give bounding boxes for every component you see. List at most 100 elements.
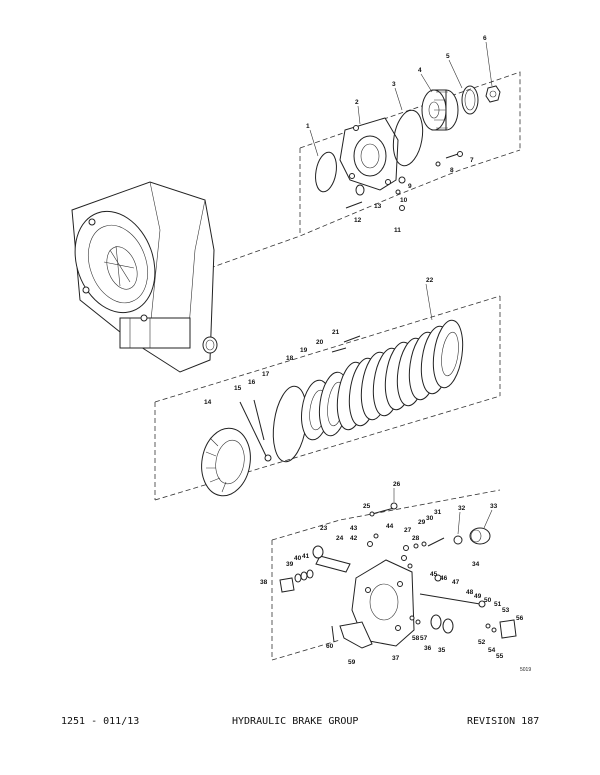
callout-23: 23 — [320, 525, 328, 532]
part-33-cap — [469, 527, 491, 545]
callout-47: 47 — [452, 579, 460, 586]
callout-8: 8 — [450, 167, 454, 174]
part-13-seal — [355, 184, 365, 196]
upper-assembly-envelope — [209, 71, 521, 269]
brake-housing — [71, 181, 218, 373]
callout-56: 56 — [516, 615, 524, 622]
part-3-oring — [392, 109, 424, 167]
part-60-link — [331, 625, 335, 643]
callout-18: 18 — [286, 355, 294, 362]
callout-14: 14 — [204, 399, 212, 406]
callout-7: 7 — [470, 157, 474, 164]
callout-37: 37 — [392, 655, 400, 662]
part-12-pin — [345, 201, 363, 209]
callout-16: 16 — [248, 379, 256, 386]
callout-39: 39 — [286, 561, 294, 568]
callout-36: 36 — [424, 645, 432, 652]
callout-33: 33 — [490, 503, 498, 510]
callout-53: 53 — [502, 607, 510, 614]
callout-9: 9 — [408, 183, 412, 190]
part-35-36-seals — [430, 614, 454, 634]
callout-15: 15 — [234, 385, 242, 392]
callout-31: 31 — [434, 509, 442, 516]
callout-41: 41 — [302, 553, 310, 560]
part-24-valve-spool — [315, 555, 351, 573]
callout-26: 26 — [393, 481, 401, 488]
callout-4: 4 — [418, 67, 422, 74]
callout-22: 22 — [426, 277, 434, 284]
part-14-piston-housing — [201, 427, 251, 497]
callout-32: 32 — [458, 505, 466, 512]
part-22-disc-stack — [336, 319, 464, 431]
callout-17: 17 — [262, 371, 270, 378]
callout-50: 50 — [484, 597, 492, 604]
part-21-pin — [343, 335, 361, 343]
part-57-58-fittings — [409, 615, 421, 625]
callout-38: 38 — [260, 579, 268, 586]
part-2-carrier-plate — [339, 117, 399, 191]
part-39-41-seals — [294, 569, 314, 583]
leader-lines — [309, 41, 493, 535]
callout-42: 42 — [350, 535, 358, 542]
callout-3: 3 — [392, 81, 396, 88]
callout-35: 35 — [438, 647, 446, 654]
callout-11: 11 — [394, 227, 401, 234]
part-7-bolt — [445, 151, 463, 159]
callout-44: 44 — [386, 523, 394, 530]
part-44-47-fittings — [401, 555, 442, 582]
callout-46: 46 — [440, 575, 448, 582]
part-6-nut — [485, 85, 501, 103]
callout-13: 13 — [374, 203, 382, 210]
callout-48: 48 — [466, 589, 474, 596]
part-59-lever — [339, 621, 373, 649]
callout-34: 34 — [472, 561, 480, 568]
part-23-plug — [312, 545, 324, 559]
callout-40: 40 — [294, 555, 302, 562]
footer-section-title: HYDRAULIC BRAKE GROUP — [232, 716, 359, 727]
callout-60: 60 — [326, 643, 334, 650]
callout-27: 27 — [404, 527, 412, 534]
part-25-26-bolt — [369, 502, 398, 517]
part-32-nut — [453, 535, 463, 545]
callout-5: 5 — [446, 53, 450, 60]
part-8-washer — [435, 161, 441, 167]
callout-52: 52 — [478, 639, 486, 646]
part-15-bolt — [239, 401, 272, 462]
callout-28: 28 — [412, 535, 420, 542]
part-20-spring — [331, 347, 347, 353]
part-42-43-fittings — [367, 533, 379, 547]
part-16-seal — [253, 399, 265, 441]
part-38-plug — [279, 577, 295, 593]
drawing-number: 5019 — [520, 667, 531, 673]
part-10-washer — [395, 189, 401, 195]
part-11-plug — [399, 205, 405, 211]
callout-2: 2 — [355, 99, 359, 106]
callout-21: 21 — [332, 329, 340, 336]
part-5-ring — [461, 85, 479, 115]
callout-57: 57 — [420, 635, 428, 642]
lower-assembly-envelope — [271, 489, 501, 661]
callout-55: 55 — [496, 653, 504, 660]
footer-revision: REVISION 187 — [467, 716, 540, 727]
callout-30: 30 — [426, 515, 434, 522]
part-9-nut — [398, 176, 406, 184]
part-48-52-spool — [419, 593, 486, 608]
callout-6: 6 — [483, 35, 487, 42]
callout-1: 1 — [306, 123, 310, 130]
part-37-valve-body — [351, 559, 415, 647]
callout-49: 49 — [474, 593, 482, 600]
callout-59: 59 — [348, 659, 356, 666]
part-27-31-fittings — [403, 537, 445, 551]
callout-29: 29 — [418, 519, 426, 526]
callout-19: 19 — [300, 347, 308, 354]
callout-labels: 1 2 3 4 5 6 7 8 9 10 11 12 13 14 15 16 1… — [204, 35, 524, 666]
callout-45: 45 — [430, 571, 438, 578]
callout-12: 12 — [354, 217, 362, 224]
footer-document-number: 1251 - 011/13 — [61, 716, 140, 727]
part-1-oring — [315, 151, 337, 193]
callout-20: 20 — [316, 339, 324, 346]
callout-24: 24 — [336, 535, 344, 542]
callout-51: 51 — [494, 601, 502, 608]
part-53-56-plug — [485, 619, 517, 639]
